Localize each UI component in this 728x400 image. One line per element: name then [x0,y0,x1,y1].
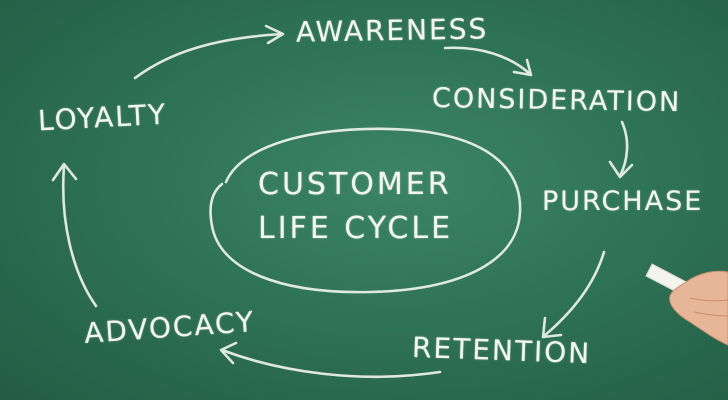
arrow-retention-to-advocacy [220,348,442,379]
center-ellipse [209,127,522,294]
hand-icon [669,270,728,346]
arrowhead-retention [541,316,563,339]
arrowhead-consideration [512,58,533,77]
center-title-line-2: LIFE CYCLE [258,211,454,246]
arrow-loyalty-to-awareness [133,32,284,80]
stage-purchase: PURCHASE [542,186,704,217]
arrow-awareness-to-consideration [443,46,532,76]
arrow-advocacy-to-loyalty [61,164,98,308]
arrow-consideration-to-purchase [618,120,629,178]
arrowhead-loyalty [51,162,78,182]
arrow-purchase-to-retention [542,250,606,338]
arrowhead-advocacy [219,341,238,365]
arrowhead-purchase [608,160,634,179]
arrowhead-awareness [264,24,285,45]
center-title-line-1: CUSTOMER [258,167,452,202]
